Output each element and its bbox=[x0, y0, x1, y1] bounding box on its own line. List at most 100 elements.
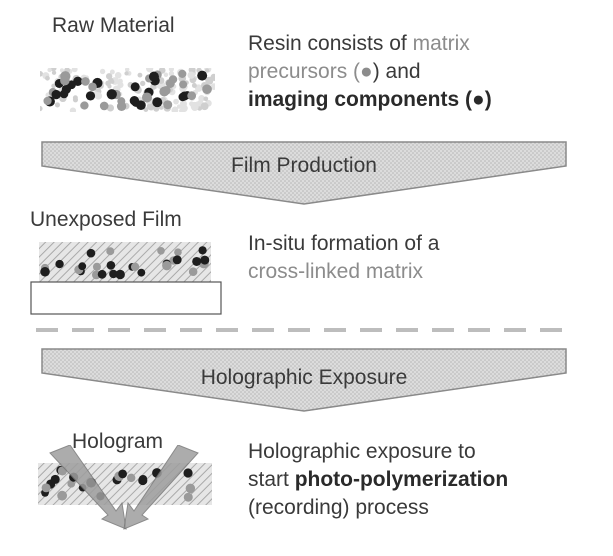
background-speck bbox=[173, 98, 179, 105]
holographic-exposure-arrow-shape bbox=[41, 348, 567, 412]
imaging-component-dot bbox=[197, 70, 208, 81]
background-speck bbox=[140, 80, 146, 87]
imaging-component-dot bbox=[130, 82, 140, 92]
raw-material-heading: Raw Material bbox=[52, 14, 175, 37]
matrix-precursor-dot bbox=[106, 247, 115, 256]
background-speck bbox=[47, 68, 52, 73]
matrix-precursor-dot bbox=[183, 492, 193, 502]
background-speck bbox=[105, 73, 113, 80]
hologram-block bbox=[38, 445, 212, 530]
matrix-precursor-dot bbox=[57, 490, 68, 501]
background-speck bbox=[187, 71, 195, 79]
background-speck bbox=[54, 102, 60, 108]
background-speck bbox=[171, 106, 179, 112]
film-substrate bbox=[30, 281, 222, 315]
background-speck bbox=[179, 100, 187, 108]
matrix-precursor-dot bbox=[127, 473, 136, 483]
imaging-component-dot bbox=[115, 269, 125, 280]
film-production-label: Film Production bbox=[231, 154, 377, 177]
film-matrix-layer bbox=[39, 242, 211, 282]
background-speck bbox=[124, 71, 129, 76]
background-speck bbox=[117, 81, 124, 89]
background-speck bbox=[146, 68, 154, 73]
background-speck bbox=[124, 68, 130, 72]
hologram-description: Holographic exposure to start photo-poly… bbox=[248, 440, 509, 519]
background-speck bbox=[146, 102, 155, 111]
unexposed-film-block bbox=[30, 242, 222, 315]
right-beam-arrow bbox=[123, 445, 199, 530]
imaging-component-dot bbox=[85, 91, 96, 101]
imaging-component-dot bbox=[106, 89, 117, 100]
background-speck bbox=[40, 71, 44, 77]
imaging-component-dot bbox=[118, 469, 128, 479]
imaging-component-dot bbox=[61, 84, 71, 94]
imaging-component-dot bbox=[51, 89, 61, 100]
matrix-precursor-dot bbox=[60, 75, 70, 86]
background-speck bbox=[71, 68, 78, 73]
matrix-precursor-dot bbox=[67, 479, 76, 488]
matrix-precursor-dot bbox=[43, 96, 52, 106]
holographic-exposure-label: Holographic Exposure bbox=[200, 366, 408, 389]
matrix-precursor-dot bbox=[116, 101, 127, 111]
matrix-precursor-dot bbox=[41, 483, 51, 493]
background-speck bbox=[204, 68, 210, 73]
imaging-component-dot bbox=[138, 474, 148, 484]
imaging-component-dot bbox=[55, 259, 64, 269]
imaging-component-dot bbox=[137, 268, 146, 277]
background-speck bbox=[179, 108, 184, 112]
matrix-precursor-dot bbox=[178, 69, 187, 78]
imaging-component-dot bbox=[200, 255, 210, 265]
background-speck bbox=[153, 105, 160, 112]
imaging-component-dot bbox=[40, 267, 50, 277]
holographic-exposure-arrow: Holographic Exposure bbox=[40, 347, 568, 413]
matrix-precursor-dot bbox=[161, 86, 171, 95]
background-speck bbox=[198, 95, 205, 102]
matrix-precursor-dot bbox=[202, 84, 212, 95]
matrix-precursor-dot bbox=[130, 262, 140, 272]
background-speck bbox=[137, 72, 143, 78]
imaging-component-dot bbox=[78, 262, 87, 271]
background-speck bbox=[189, 101, 194, 107]
film-production-arrow: Film Production bbox=[40, 140, 568, 206]
background-speck bbox=[114, 71, 122, 79]
background-speck bbox=[106, 104, 115, 112]
background-speck bbox=[45, 75, 50, 81]
background-speck bbox=[110, 79, 115, 84]
imaging-component-dot bbox=[109, 269, 118, 279]
matrix-precursor-dot bbox=[92, 262, 101, 271]
matrix-precursor-dot bbox=[162, 260, 172, 271]
background-speck bbox=[69, 107, 77, 112]
raw-material-dots bbox=[40, 68, 215, 112]
raw-material-block bbox=[40, 68, 215, 112]
matrix-precursor-dot bbox=[163, 100, 173, 110]
imaging-component-dot bbox=[172, 255, 182, 265]
background-speck bbox=[59, 68, 64, 73]
imaging-component-dot bbox=[198, 246, 207, 255]
matrix-precursor-dot bbox=[188, 267, 198, 276]
film-production-arrow-shape bbox=[41, 141, 567, 205]
background-speck bbox=[168, 70, 175, 77]
background-speck bbox=[109, 69, 115, 75]
hologram-heading: Hologram bbox=[72, 430, 164, 453]
matrix-precursor-dot bbox=[99, 101, 109, 111]
background-speck bbox=[191, 83, 197, 88]
matrix-precursor-dot bbox=[88, 82, 97, 92]
background-speck bbox=[168, 68, 175, 72]
background-speck bbox=[158, 105, 164, 110]
imaging-component-dot bbox=[86, 248, 96, 258]
imaging-component-dot bbox=[178, 92, 187, 102]
imaging-component-dot bbox=[106, 260, 116, 270]
background-speck bbox=[163, 72, 169, 78]
background-speck bbox=[99, 68, 106, 75]
raw-material-description: Resin consists of matrix precursors (●) … bbox=[248, 32, 492, 111]
left-beam-arrow bbox=[49, 445, 127, 530]
matrix-precursor-dot bbox=[179, 80, 188, 89]
imaging-component-dot bbox=[148, 71, 159, 82]
imaging-component-dot bbox=[97, 269, 107, 279]
background-speck bbox=[105, 80, 111, 87]
imaging-component-dot bbox=[192, 256, 202, 266]
matrix-precursor-dot bbox=[81, 77, 90, 86]
background-speck bbox=[51, 70, 57, 75]
matrix-precursor-dot bbox=[141, 92, 152, 103]
matrix-precursor-dot bbox=[80, 101, 89, 110]
